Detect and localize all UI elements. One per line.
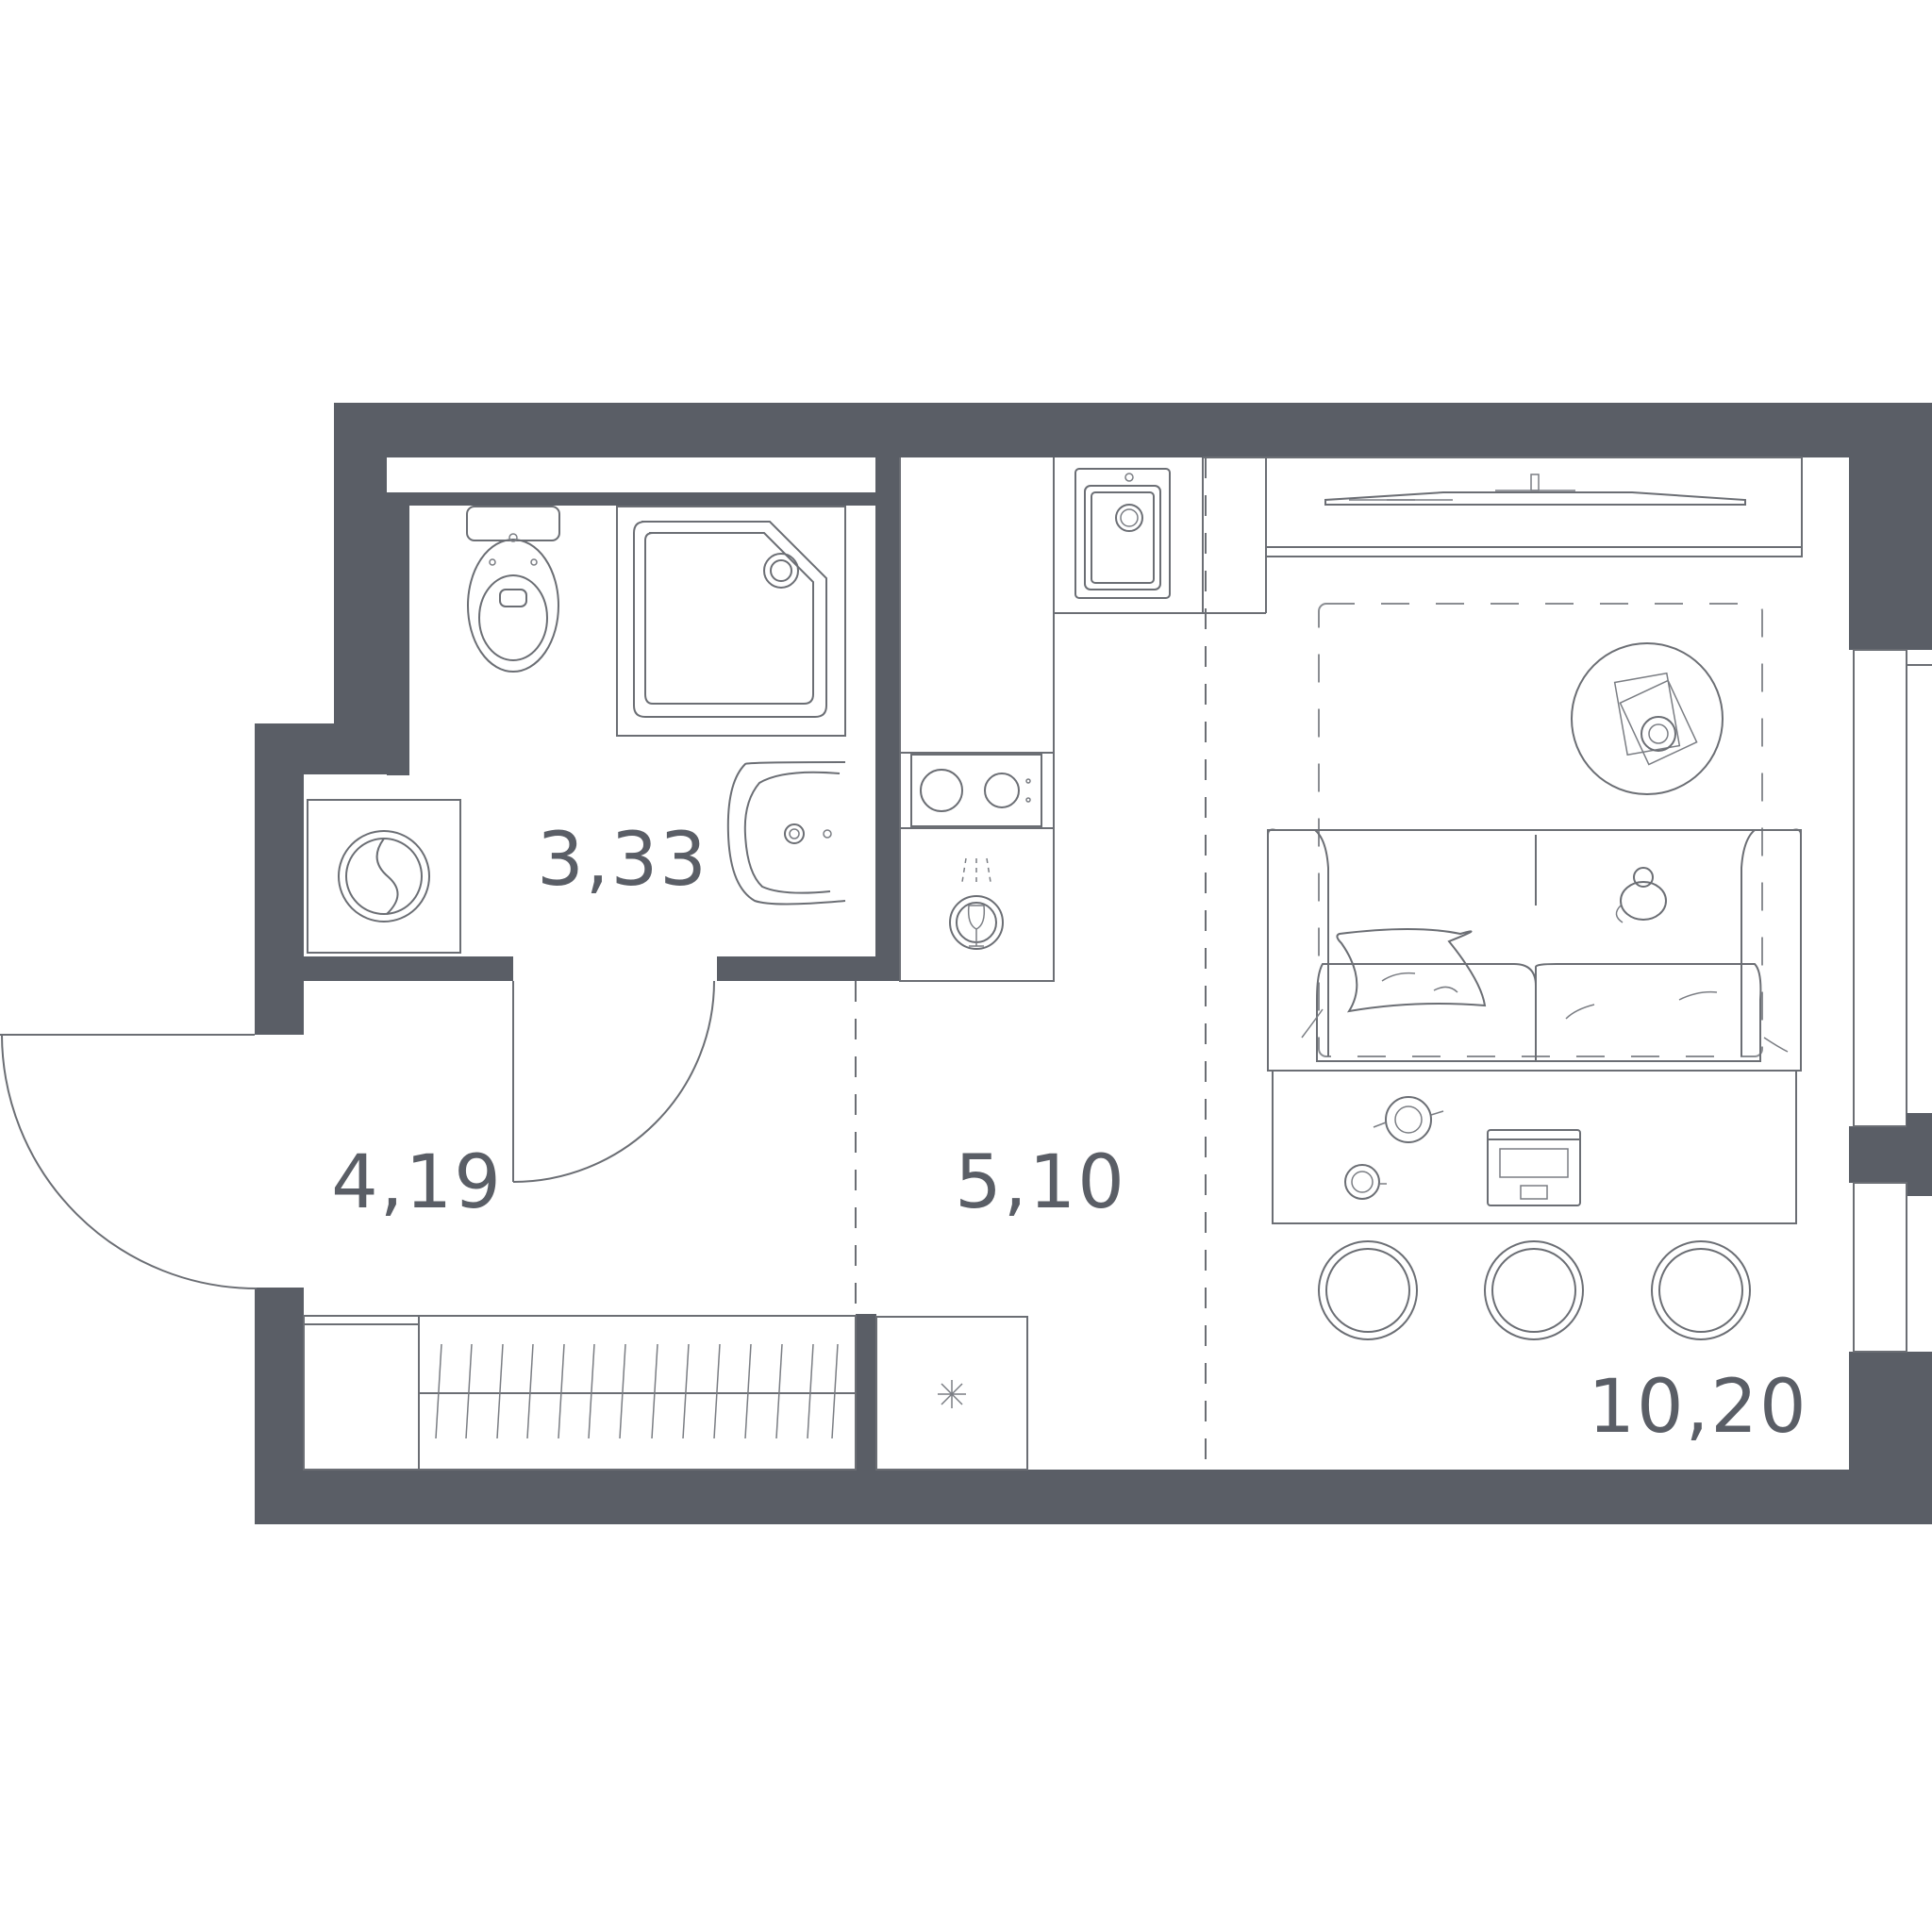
dishwasher-icon [949, 857, 1004, 950]
washbasin-icon [726, 761, 846, 906]
laptop-icon [1487, 1129, 1581, 1206]
coffee-table-icon [1571, 642, 1724, 795]
kitchen: 5,10 [875, 457, 1267, 1471]
door-swing-icon [0, 1034, 258, 1289]
cooktop-icon [910, 754, 1042, 827]
teapot-icon [1373, 1096, 1444, 1143]
kitchen-area-label: 5,10 [955, 1140, 1126, 1225]
walls [255, 403, 1932, 1524]
sofa-icon [1267, 828, 1802, 1072]
living-area-label: 10,20 [1588, 1365, 1807, 1450]
kitchen-sink-icon [1074, 468, 1171, 599]
bathroom-area-label: 3,33 [537, 818, 708, 903]
fridge-icon [875, 1316, 1028, 1471]
hallway: 4,19 [0, 980, 857, 1471]
stool-icon [1484, 1240, 1584, 1340]
tv-icon [1265, 457, 1803, 557]
door-swing-icon [512, 980, 715, 1183]
washing-machine-icon [307, 799, 461, 954]
wardrobe-icon [303, 1315, 857, 1471]
hallway-area-label: 4,19 [331, 1140, 503, 1225]
cup-icon [1344, 1164, 1387, 1200]
stool-icon [1318, 1240, 1418, 1340]
bathroom: 3,33 [466, 506, 846, 906]
shower-tray-icon [616, 506, 846, 737]
living-room: 10,20 [1265, 457, 1807, 1450]
cat-icon [1615, 867, 1667, 923]
toilet-icon [466, 506, 560, 673]
bench [1272, 1070, 1797, 1224]
stool-icon [1651, 1240, 1751, 1340]
